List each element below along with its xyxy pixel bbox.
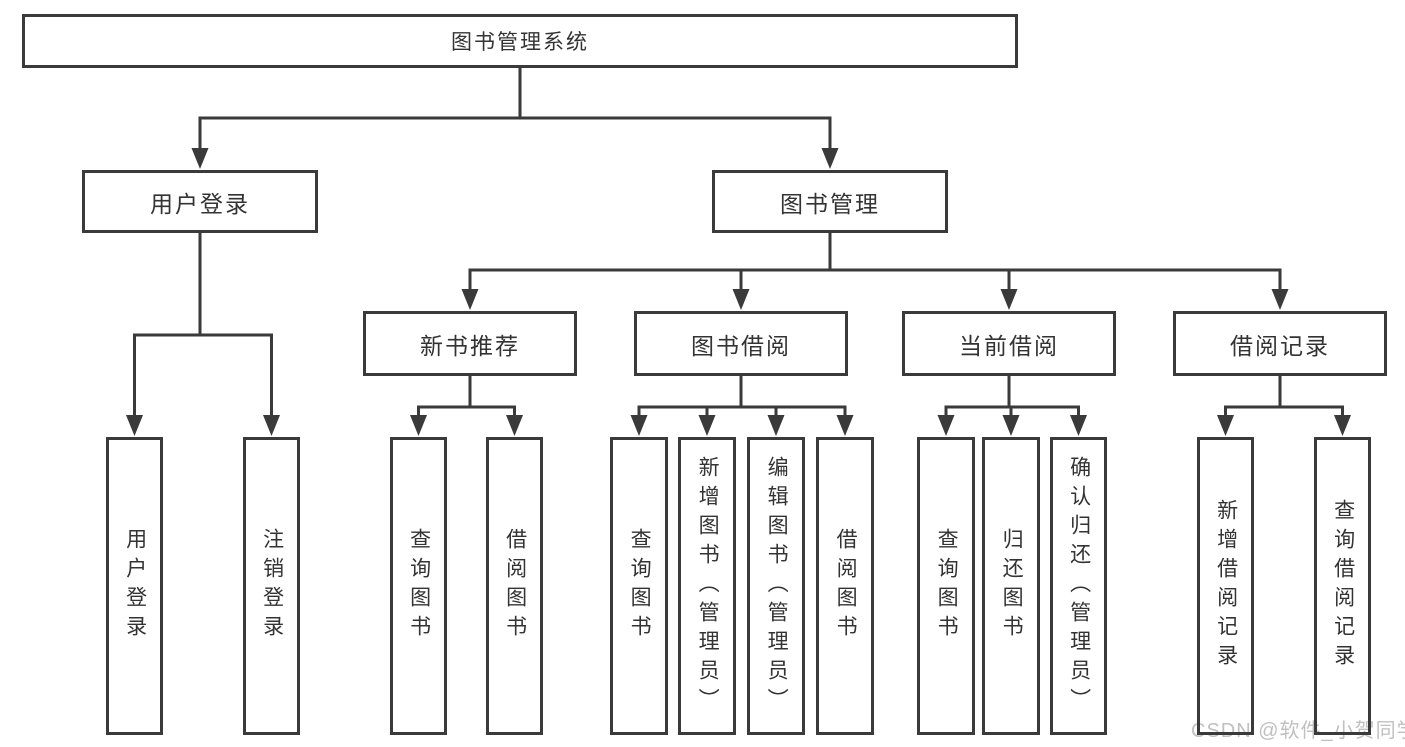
connector-new-book-recommendation-children <box>410 376 523 436</box>
arrowhead <box>1271 289 1289 310</box>
leaf-label: 查询借阅记录 <box>1331 499 1355 673</box>
arrowhead <box>698 415 716 436</box>
leaf-label: 借阅图书 <box>503 528 527 644</box>
arrowhead <box>410 415 427 436</box>
node-book-management: 图书管理 <box>712 170 948 233</box>
arrowhead <box>1002 415 1020 436</box>
node-current-borrowing: 当前借阅 <box>902 311 1116 376</box>
connector-current-borrowing-children <box>937 376 1087 436</box>
node-leaf-edit-book-admin: 编辑图书（管理员） <box>747 437 805 735</box>
arrowhead <box>836 415 854 436</box>
connector-user-login-children <box>126 233 280 436</box>
node-new-book-recommendation: 新书推荐 <box>363 311 577 376</box>
node-leaf-query-books-current: 查询图书 <box>917 437 975 735</box>
leaf-label: 用户登录 <box>123 528 147 644</box>
csdn-watermark: CSDN @软件_小贺同学 <box>1191 720 1405 742</box>
node-leaf-query-books-recommend: 查询图书 <box>390 437 447 735</box>
arrowhead <box>1217 415 1234 436</box>
node-leaf-add-book-admin: 新增图书（管理员） <box>678 437 736 735</box>
node-leaf-confirm-return-admin: 确认归还（管理员） <box>1050 437 1107 735</box>
connector-book-management-children <box>461 233 1289 310</box>
node-borrowing-records: 借阅记录 <box>1173 311 1387 376</box>
arrowhead <box>937 415 955 436</box>
arrowhead <box>821 148 839 169</box>
node-user-login: 用户登录 <box>82 170 318 233</box>
leaf-label: 新增图书（管理员） <box>696 455 720 717</box>
arrowhead <box>1334 415 1351 436</box>
arrowhead <box>732 289 750 310</box>
connector-book-borrowing-children <box>630 376 854 436</box>
arrowhead <box>1000 289 1018 310</box>
node-leaf-user-login: 用户登录 <box>106 437 163 735</box>
node-leaf-logout: 注销登录 <box>243 437 300 735</box>
node-leaf-return-book: 归还图书 <box>982 437 1040 735</box>
arrowhead <box>630 415 648 436</box>
node-leaf-query-books-borrowing: 查询图书 <box>610 437 668 735</box>
leaf-label: 编辑图书（管理员） <box>765 455 789 717</box>
leaf-label: 查询图书 <box>935 528 959 644</box>
connector-root-to-level2 <box>191 68 839 169</box>
node-book-borrowing: 图书借阅 <box>634 311 848 376</box>
arrowhead <box>1070 415 1087 436</box>
leaf-label: 新增借阅记录 <box>1214 499 1238 673</box>
connector-borrowing-records-children <box>1217 376 1351 436</box>
arrowhead <box>506 415 523 436</box>
leaf-label: 归还图书 <box>1000 528 1024 644</box>
arrowhead <box>461 289 479 310</box>
leaf-label: 确认归还（管理员） <box>1067 455 1091 717</box>
leaf-label: 注销登录 <box>260 528 284 644</box>
node-leaf-add-borrow-record: 新增借阅记录 <box>1197 437 1254 735</box>
leaf-label: 查询图书 <box>628 528 652 644</box>
node-library-management-system: 图书管理系统 <box>22 14 1018 68</box>
leaf-label: 查询图书 <box>407 528 431 644</box>
node-leaf-borrow-books: 借阅图书 <box>816 437 874 735</box>
arrowhead <box>263 415 280 436</box>
node-leaf-query-borrow-record: 查询借阅记录 <box>1314 437 1371 735</box>
leaf-label: 借阅图书 <box>834 528 858 644</box>
arrowhead <box>767 415 785 436</box>
arrowhead <box>126 415 143 436</box>
node-leaf-borrow-books-recommend: 借阅图书 <box>486 437 543 735</box>
arrowhead <box>191 148 209 169</box>
